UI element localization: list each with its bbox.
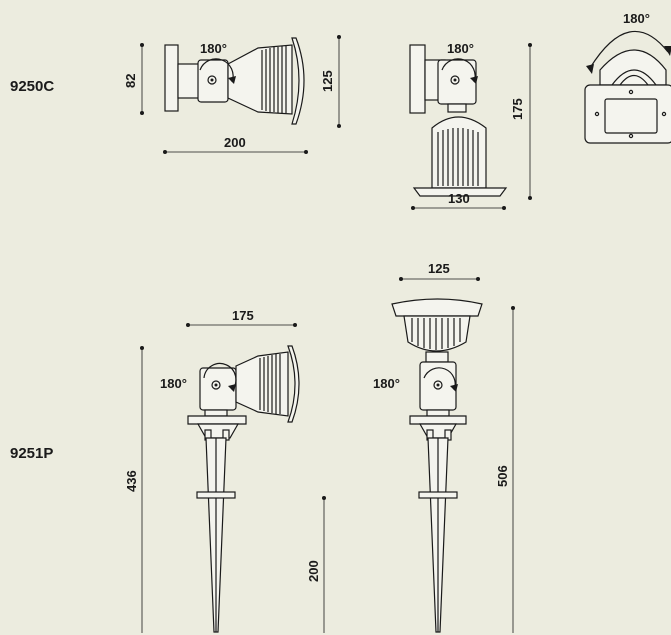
wall-top-angle: 180°: [623, 11, 650, 26]
dim-line-spike-side-height: 436: [124, 346, 144, 633]
dim-spike-length: 200: [306, 560, 321, 582]
dim-line-wall-side-height: 82: [123, 43, 144, 115]
dim-line-spike-front-width: 125: [399, 261, 480, 281]
spike-light-side-view: 180°: [160, 345, 300, 633]
spike-light-front-view: 180°: [373, 298, 483, 633]
dim-line-spike-side-width: 175: [186, 308, 297, 327]
dim-spike-front-width: 125: [428, 261, 450, 276]
wall-side-angle: 180°: [200, 41, 227, 56]
dim-line-wall-side-depth: 200: [163, 135, 308, 154]
model-label-spike: 9251P: [10, 445, 53, 462]
model-label-wall: 9250C: [10, 78, 54, 95]
wall-light-front-view: 180°: [409, 41, 508, 197]
dim-line-wall-front-height: 175: [510, 43, 532, 200]
dim-line-spike-length: 200: [306, 496, 326, 633]
wall-front-angle: 180°: [447, 41, 474, 56]
dim-spike-front-height: 506: [495, 465, 510, 487]
dim-wall-front-width: 130: [448, 191, 470, 206]
wall-light-top-view: 180°: [584, 11, 671, 144]
dim-line-wall-front-width: 130: [411, 191, 506, 210]
spike-front-angle: 180°: [373, 376, 400, 391]
dim-wall-side-lamp-height: 125: [320, 70, 335, 92]
dim-spike-side-width: 175: [232, 308, 254, 323]
dim-line-wall-side-lamp: 125: [320, 35, 341, 128]
dim-spike-side-height: 436: [124, 470, 139, 492]
spike-side-angle: 180°: [160, 376, 187, 391]
dim-line-spike-front-height: 506: [495, 306, 515, 633]
dim-wall-side-depth: 200: [224, 135, 246, 150]
dim-wall-front-height: 175: [510, 98, 525, 120]
wall-light-side-view: 180°: [164, 37, 305, 125]
dim-wall-side-height: 82: [123, 74, 138, 88]
